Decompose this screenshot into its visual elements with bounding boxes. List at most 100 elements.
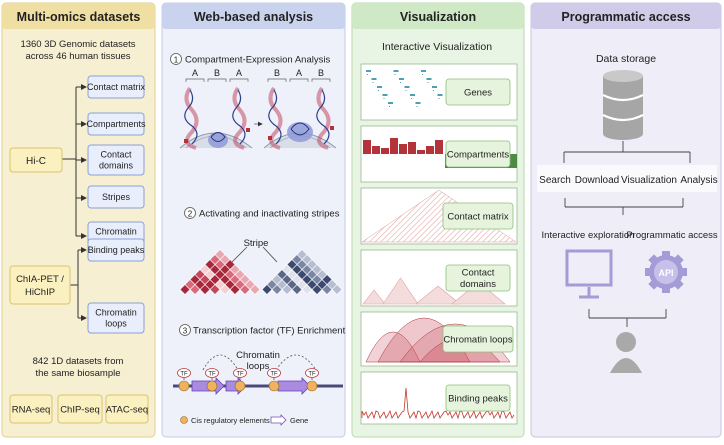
- panel3-title: Visualization: [400, 10, 476, 24]
- compartment-bar: [399, 144, 407, 154]
- compartment-diagram-left: [179, 86, 253, 150]
- hic-item-box: Stripes: [87, 185, 145, 209]
- chia-item-label: Chromatin: [95, 308, 137, 318]
- compartment-bar: [390, 138, 398, 154]
- viz-track-label: Contact matrix: [447, 211, 508, 222]
- viz-track: Chromatin loops: [360, 311, 518, 367]
- panel-multi-omics: Multi-omics datasets 1360 3D Genomic dat…: [1, 2, 156, 438]
- compartment-letter: A: [192, 68, 198, 78]
- panel1-item-boxes: Contact matrixCompartmentsContactdomains…: [86, 75, 146, 334]
- storage-label: Data storage: [596, 53, 656, 65]
- api-label: API: [658, 268, 673, 278]
- cis-element: [178, 380, 190, 392]
- step2-title: Activating and inactivating stripes: [199, 209, 340, 220]
- panel-visualization: Visualization Interactive Visualization …: [351, 2, 525, 438]
- viz-track-label: Binding peaks: [448, 393, 508, 404]
- compartment-letter: A: [296, 68, 302, 78]
- function-label: Download: [575, 175, 619, 186]
- database-icon: [602, 70, 644, 140]
- hic-item-box: Contact matrix: [87, 75, 146, 99]
- viz-track: Genes: [360, 63, 518, 121]
- viz-track-label: Compartments: [447, 149, 510, 160]
- seq-box: ATAC-seq: [105, 394, 149, 424]
- hic-item-label: domains: [99, 161, 134, 171]
- step3-title: Transcription factor (TF) Enrichment: [193, 326, 346, 337]
- hic-item-label: Contact matrix: [87, 82, 146, 92]
- panel3-subtitle: Interactive Visualization: [382, 41, 492, 53]
- cis-legend-icon: [180, 416, 188, 424]
- seq-box: RNA-seq: [9, 394, 53, 424]
- function-label: Search: [539, 175, 571, 186]
- loops-label-line2: loops: [247, 361, 270, 372]
- cis-element: [206, 380, 218, 392]
- chia-box: [9, 265, 71, 305]
- compartment-bar: [408, 142, 416, 154]
- stripe-heatmap-blue: [261, 249, 343, 295]
- user-icon: [610, 332, 642, 373]
- hic-item-label: Contact: [100, 150, 132, 160]
- tf-label: TF: [208, 372, 216, 378]
- compartment-letter: B: [318, 68, 324, 78]
- interactive-label: Interactive exploration: [542, 230, 635, 241]
- seq-box-label: RNA-seq: [12, 404, 51, 415]
- gene-arrow: [277, 377, 311, 395]
- compartment-bar: [417, 150, 425, 154]
- viz-track: Binding peaks: [360, 371, 518, 425]
- panel2-title: Web-based analysis: [194, 10, 313, 24]
- tf-bubble: [177, 368, 191, 378]
- panel1-intro-line2: across 46 human tissues: [25, 51, 130, 62]
- compartment-bar: [435, 140, 443, 154]
- stripe-heatmap-red: [179, 249, 261, 295]
- gene-legend-icon: [270, 414, 287, 426]
- heatmap-cell: [296, 249, 308, 260]
- function-label: Visualization: [621, 175, 677, 186]
- tf-bubble: [205, 368, 219, 378]
- viz-track-label: domains: [460, 279, 496, 290]
- tf-bubble: [305, 368, 319, 378]
- compartment-bar: [363, 140, 371, 154]
- compartment-letter: A: [236, 68, 242, 78]
- loop-arcs: [202, 354, 317, 371]
- tf-bubble: [267, 368, 281, 378]
- loops-label-line1: Chromatin: [236, 350, 280, 361]
- access-tree: [564, 198, 684, 215]
- panel-programmatic: Programmatic access Data storage Search D…: [530, 2, 722, 438]
- chia-item-box: Binding peaks: [87, 238, 145, 262]
- programmatic-label: Programmatic access: [626, 230, 718, 241]
- storage-tree: [563, 141, 691, 163]
- hic-item-box: Compartments: [86, 112, 146, 136]
- hic-tree-lines: [62, 84, 87, 321]
- viz-track-label: Genes: [464, 87, 492, 98]
- hic-box: [9, 147, 63, 173]
- legend-cis: Cis regulatory elements: [191, 416, 270, 425]
- onedim-line1: 842 1D datasets from: [33, 356, 124, 367]
- step1-title: Compartment-Expression Analysis: [185, 55, 330, 66]
- tf-label: TF: [308, 372, 316, 378]
- compartment-bar: [426, 146, 434, 154]
- user-tree: [588, 309, 667, 327]
- compartment-brackets: [185, 78, 331, 82]
- seq-boxes: RNA-seq ChIP-seq ATAC-seq: [9, 394, 149, 424]
- chia-label-line2: HiChIP: [25, 287, 55, 298]
- tf-bubble: [233, 368, 247, 378]
- hic-item-label: Compartments: [86, 119, 146, 129]
- tf-label: TF: [236, 372, 244, 378]
- stripe-label: Stripe: [244, 238, 269, 249]
- viz-track-label: Chromatin loops: [443, 334, 512, 345]
- compartment-diagram-right: [263, 86, 337, 150]
- onedim-line2: the same biosample: [35, 368, 120, 379]
- viz-track-label: Contact: [462, 268, 495, 279]
- seq-box-label: ChIP-seq: [60, 404, 100, 415]
- hic-item-label: Chromatin: [95, 227, 137, 237]
- compartment-bar: [381, 148, 389, 154]
- chia-item-label: loops: [105, 319, 127, 329]
- panel-web-analysis: Web-based analysis 1 Compartment-Express…: [161, 2, 346, 438]
